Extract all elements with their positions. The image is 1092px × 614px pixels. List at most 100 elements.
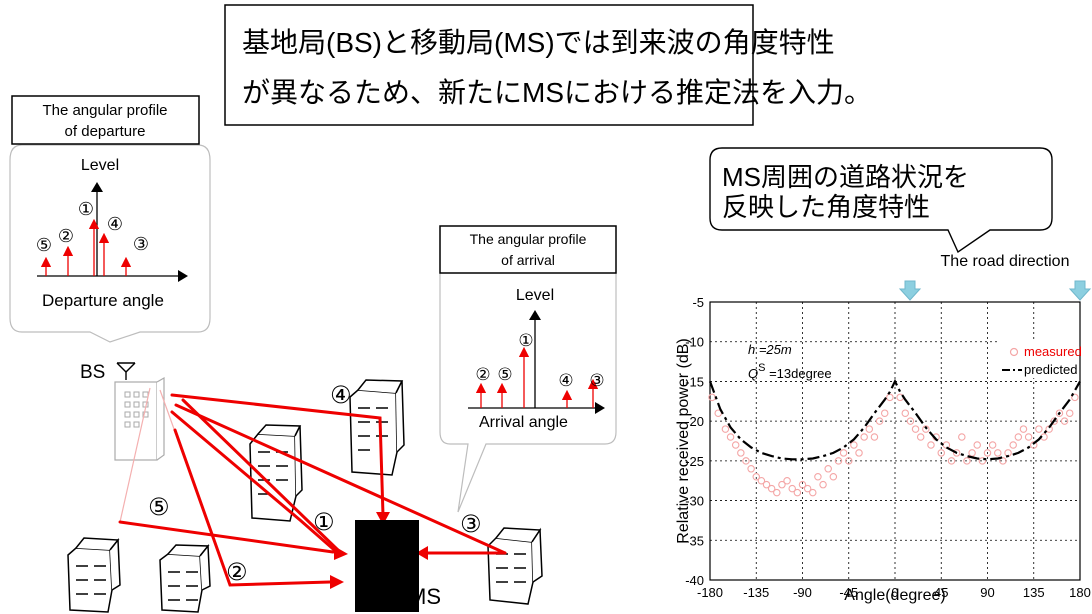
chart-title: The road direction	[941, 253, 1070, 270]
ms-callout-line1: MS周囲の道路状況を	[722, 162, 969, 192]
path-label-5: ⑤	[148, 494, 170, 521]
measured-point	[865, 425, 874, 433]
headline-line2: が異なるため、新たにMSにおける推定法を入力。	[242, 77, 872, 108]
building-icon-left-2	[159, 543, 211, 613]
arrival-profile: The angular profile of arrival Level ② ⑤…	[439, 225, 617, 513]
bs-building-icon	[114, 376, 165, 461]
ms-callout-bubble	[709, 147, 1053, 254]
ray-center	[170, 410, 342, 557]
measured-point	[1009, 441, 1017, 449]
departure-label-1: ①	[78, 199, 94, 219]
path-label-4: ④	[330, 382, 352, 409]
ray-1	[181, 398, 342, 554]
measured-point	[870, 433, 879, 441]
measured-series	[708, 393, 1079, 497]
x-tick-label: -135	[743, 585, 769, 600]
measured-point	[886, 393, 894, 402]
departure-title-1: The angular profile	[42, 102, 167, 119]
arrival-title-1: The angular profile	[470, 231, 587, 247]
departure-label-3: ③	[133, 234, 149, 254]
predicted-series-line	[708, 378, 1081, 461]
measured-point	[1071, 393, 1079, 402]
measured-point	[824, 465, 832, 473]
measured-point	[773, 488, 781, 497]
measured-point	[726, 433, 735, 441]
arrival-rays	[475, 346, 599, 408]
departure-label-2: ②	[58, 226, 74, 246]
arrival-label-5: ⑤	[497, 365, 512, 384]
arrival-title-2: of arrival	[501, 252, 555, 268]
measured-point	[803, 484, 812, 493]
annotation-q: QS =13degree	[748, 362, 832, 381]
ray-5	[118, 520, 335, 554]
measured-point	[937, 449, 945, 457]
y-axis-label: Relative received power (dB)	[675, 338, 692, 543]
departure-label-4: ④	[107, 214, 123, 234]
legend-bg	[1000, 340, 1078, 378]
y-tick-label: -25	[685, 454, 704, 469]
annotation-h-text: h =25m	[748, 342, 792, 357]
departure-x-label: Departure angle	[42, 291, 164, 310]
measured-point	[1055, 409, 1064, 417]
ray-4	[170, 393, 385, 517]
measured-point	[783, 476, 791, 485]
measured-point	[1014, 433, 1023, 441]
ms-block	[355, 520, 419, 612]
measured-point	[916, 433, 925, 441]
x-axis-label: Angle(degree)	[844, 587, 945, 604]
measured-point	[968, 449, 976, 457]
departure-bubble	[9, 144, 211, 343]
measured-point	[999, 457, 1007, 465]
annotation-q-val: =13degree	[765, 366, 831, 381]
building-icon-right-top	[349, 379, 405, 476]
measured-point	[767, 484, 776, 493]
measured-point	[978, 457, 987, 465]
road-direction-markers	[898, 280, 1092, 301]
measured-point	[947, 457, 956, 465]
y-tick-label: -10	[685, 335, 704, 350]
ray-3	[174, 403, 507, 555]
measured-point	[839, 449, 848, 457]
measured-point	[814, 472, 822, 481]
arrival-label-3: ③	[589, 371, 604, 390]
arrival-x-label: Arrival angle	[479, 414, 568, 431]
measured-point	[927, 441, 935, 449]
measured-point	[952, 449, 961, 457]
chart-legend: measured predicted	[1000, 340, 1082, 378]
y-tick-label: -20	[685, 414, 704, 429]
measured-point	[793, 488, 802, 497]
measured-point	[1060, 417, 1069, 425]
measured-point	[1035, 425, 1043, 433]
measured-point	[958, 433, 966, 441]
measured-point	[834, 457, 843, 465]
bs-antenna-icon	[116, 362, 136, 380]
arrival-y-label: Level	[516, 287, 554, 304]
x-tick-label: 0	[891, 585, 898, 600]
ray-2	[173, 428, 332, 587]
road-arrow-icon-center	[898, 280, 922, 301]
measured-point	[1030, 441, 1038, 449]
measured-point	[747, 465, 755, 473]
path-label-2: ②	[226, 559, 248, 586]
measured-point	[855, 449, 863, 457]
legend-measured-marker	[1009, 347, 1019, 357]
bs-label: BS	[80, 362, 105, 383]
measured-point	[819, 480, 827, 489]
arrival-label-2: ②	[475, 365, 490, 384]
annotation-q-text: Q	[748, 366, 758, 381]
headline-box: 基地局(BS)と移動局(MS)では到来波の角度特性 が異なるため、新たにMSにお…	[224, 4, 872, 126]
measured-point	[880, 409, 889, 417]
measured-point	[742, 457, 750, 465]
measured-point	[906, 417, 915, 425]
y-tick-label: -15	[685, 374, 704, 389]
path-label-1: ①	[313, 509, 335, 536]
measured-point	[737, 449, 745, 457]
departure-title-2: of departure	[65, 123, 146, 140]
measured-point	[973, 441, 981, 449]
arrival-title-box	[439, 225, 617, 274]
measured-point	[1024, 433, 1033, 441]
measured-point	[988, 441, 997, 449]
arrival-label-1: ①	[518, 331, 533, 350]
measured-point	[1050, 417, 1059, 425]
y-tick-label: -5	[692, 295, 704, 310]
